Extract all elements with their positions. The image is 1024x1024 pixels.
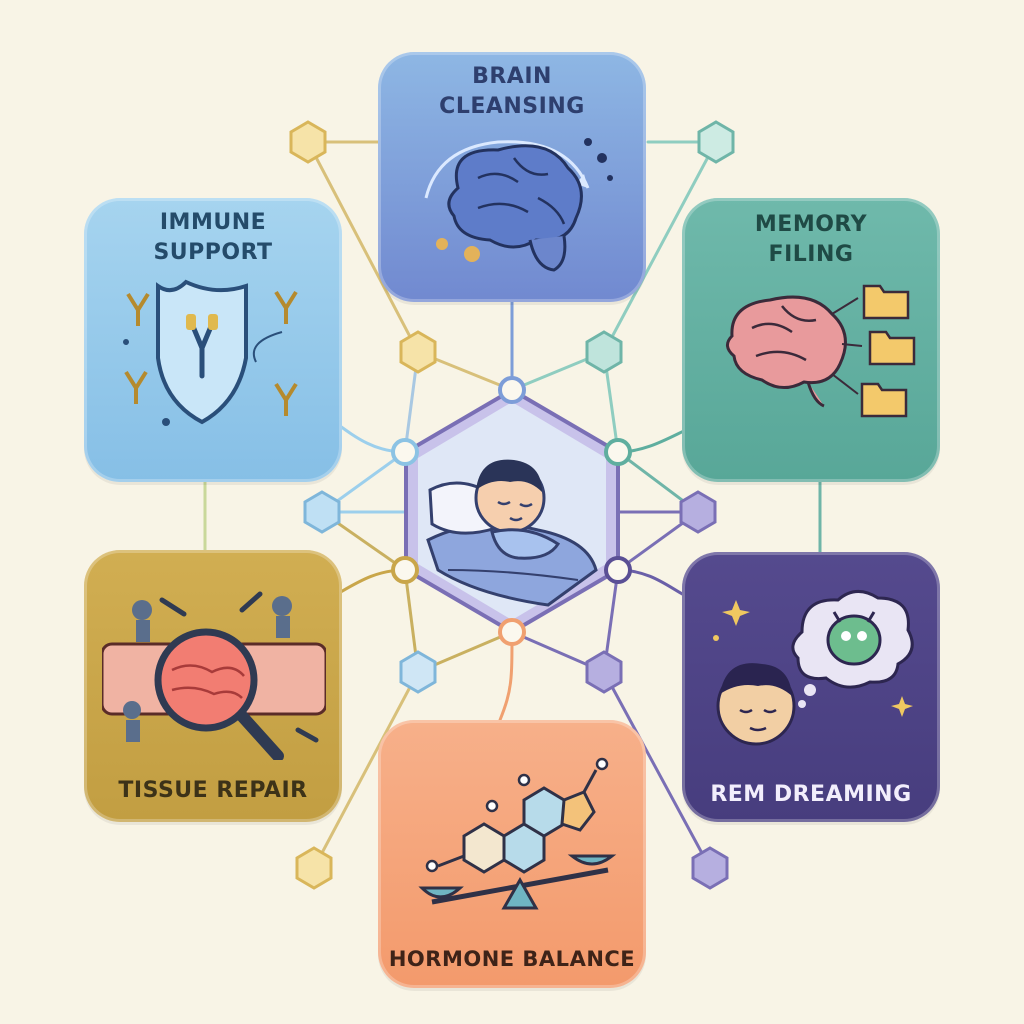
sleeping-person-icon	[426, 459, 598, 607]
card-title: TISSUE REPAIR	[118, 778, 308, 803]
hex-node	[295, 846, 333, 890]
card-tissue-repair: TISSUE REPAIR	[84, 550, 342, 822]
ring-node	[391, 556, 419, 584]
card-title: HORMONE BALANCE	[388, 947, 636, 971]
dreaming-monster-icon	[713, 590, 914, 746]
ring-node	[604, 556, 632, 584]
card-rem-dreaming: REM DREAMING	[682, 552, 940, 822]
hex-node	[691, 846, 729, 890]
card-title: MEMORY FILING	[754, 212, 868, 267]
hex-node	[585, 650, 623, 694]
hex-node	[697, 120, 735, 164]
connector-line	[602, 670, 712, 870]
connector-line	[312, 670, 420, 870]
tissue-magnifier-icon	[102, 591, 326, 760]
ring-node	[604, 438, 632, 466]
hex-node	[303, 490, 341, 534]
card-immune-support: IMMUNE SUPPORT	[84, 198, 342, 482]
hex-node	[679, 490, 717, 534]
hormone-scale-icon	[418, 757, 617, 910]
card-title: REM DREAMING	[710, 782, 912, 807]
card-hormone-balance: HORMONE BALANCE	[378, 720, 646, 988]
ring-node	[391, 438, 419, 466]
hex-node	[289, 120, 327, 164]
hex-node	[585, 330, 623, 374]
card-memory-filing: MEMORY FILING	[682, 198, 940, 482]
hex-node	[399, 330, 437, 374]
ring-node	[498, 376, 526, 404]
shield-antibody-icon	[123, 279, 298, 426]
hex-node	[399, 650, 437, 694]
brain-folders-icon	[726, 284, 916, 418]
brain-cleansing-icon	[424, 138, 613, 272]
card-title: BRAIN CLEANSING	[439, 64, 585, 119]
card-brain-cleansing: BRAIN CLEANSING	[378, 52, 646, 302]
ring-node	[498, 618, 526, 646]
card-title: IMMUNE SUPPORT	[153, 210, 273, 265]
